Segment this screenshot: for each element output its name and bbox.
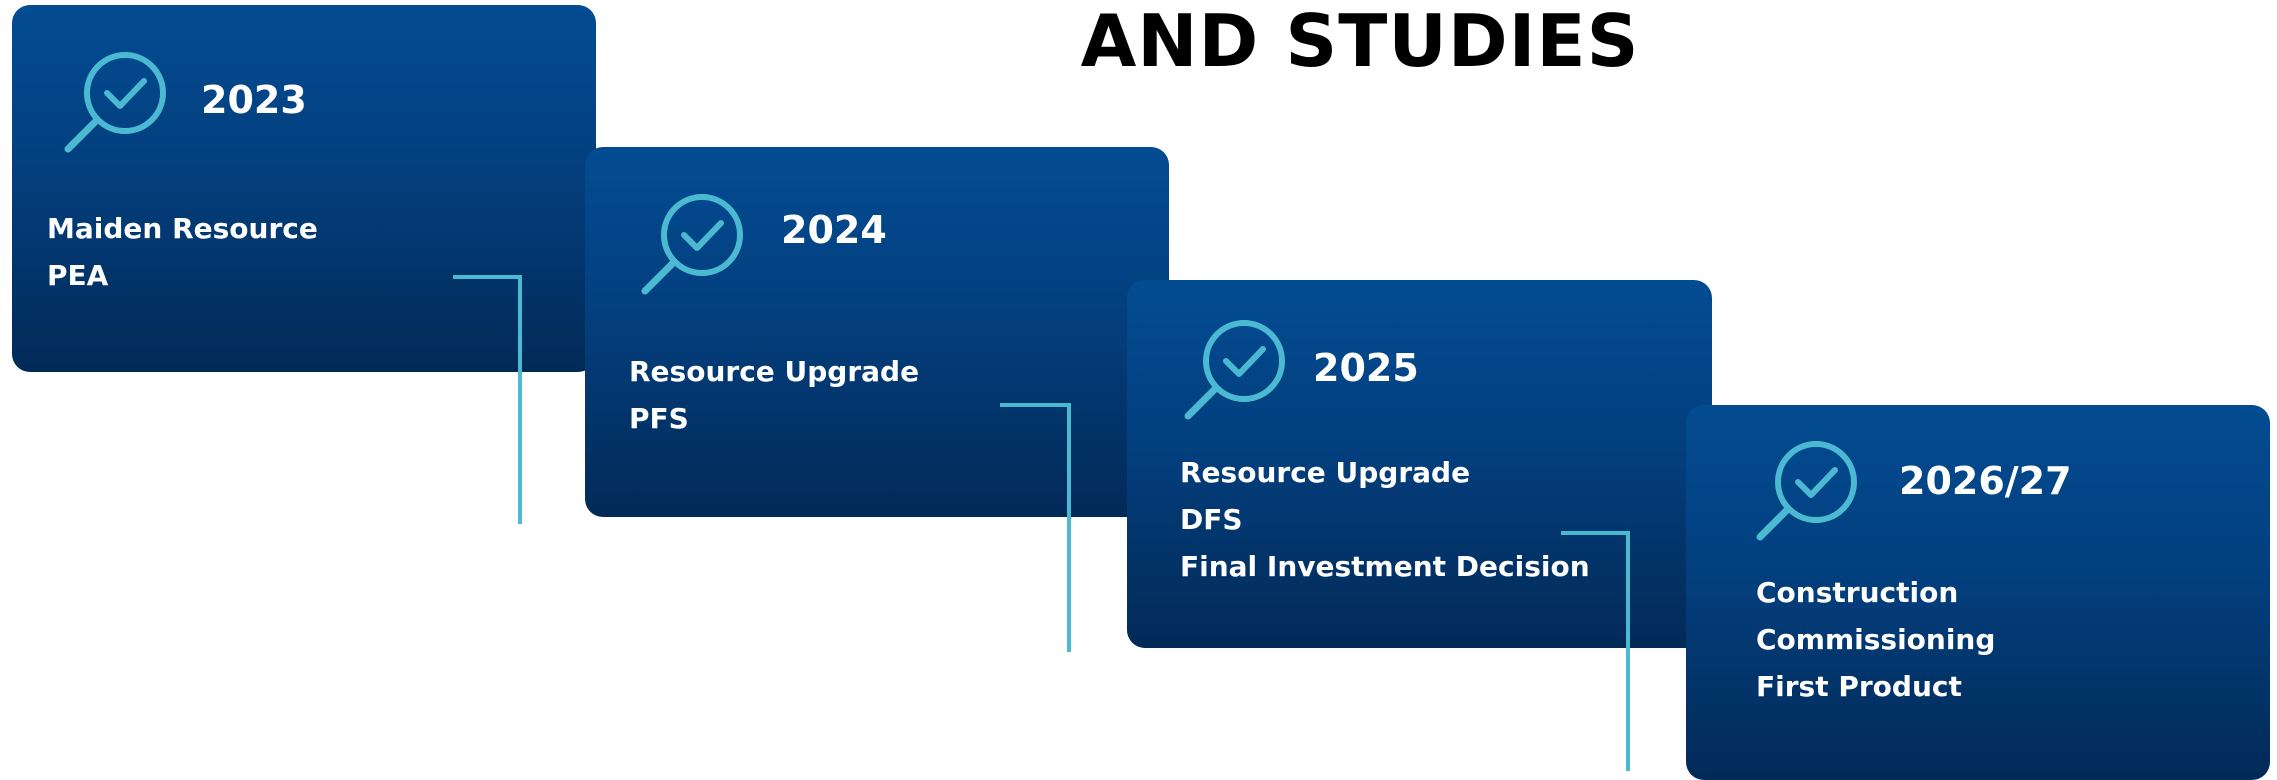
timeline-item-list: Resource Upgrade DFS Final Investment De… <box>1180 449 1590 590</box>
magnifier-check-icon <box>641 194 743 295</box>
timeline-card-2024: 2024 Resource Upgrade PFS <box>585 147 1169 517</box>
timeline-item: Commissioning <box>1756 623 1996 656</box>
timeline-year: 2024 <box>781 208 887 252</box>
timeline-item-list: Construction Commissioning First Product <box>1756 569 1995 710</box>
timeline-item: PEA <box>47 259 109 292</box>
timeline-item: Resource Upgrade <box>629 355 920 388</box>
timeline-card-2026-27: 2026/27 Construction Commissioning First… <box>1686 405 2270 780</box>
page-title: AND STUDIES <box>1080 0 1640 83</box>
timeline-year: 2025 <box>1313 346 1419 390</box>
magnifier-check-icon <box>1184 320 1285 420</box>
timeline-item: PFS <box>629 402 689 435</box>
timeline-item: Maiden Resource <box>47 212 318 245</box>
timeline-item: Construction <box>1756 576 1959 609</box>
timeline-item-list: Maiden Resource PEA <box>47 205 318 299</box>
timeline-card-2023: 2023 Maiden Resource PEA <box>12 5 596 372</box>
timeline-item-list: Resource Upgrade PFS <box>629 348 919 442</box>
timeline-year: 2023 <box>201 78 307 122</box>
magnifier-check-icon <box>64 52 166 153</box>
timeline-item: Resource Upgrade <box>1180 456 1471 489</box>
timeline-item: Final Investment Decision <box>1180 550 1590 583</box>
timeline-year: 2026/27 <box>1899 459 2072 503</box>
timeline-card-2025: 2025 Resource Upgrade DFS Final Investme… <box>1127 280 1712 648</box>
timeline-item: DFS <box>1180 503 1243 536</box>
magnifier-check-icon <box>1756 441 1857 541</box>
timeline-item: First Product <box>1756 670 1962 703</box>
